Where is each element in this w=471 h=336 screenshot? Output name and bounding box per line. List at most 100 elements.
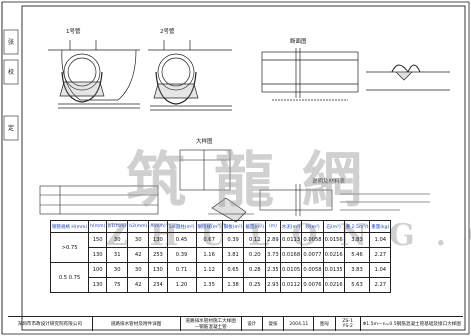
table-cell: 100 <box>88 262 108 278</box>
pipe2-section <box>148 40 232 111</box>
watermark-cn: 筑龍網 <box>126 146 390 216</box>
pipe2-label: 2号管 <box>160 29 175 35</box>
table-cell: 234 <box>148 277 168 293</box>
table-cell: 0.0216 <box>322 247 345 263</box>
pipe1-label: 1号管 <box>66 29 81 35</box>
table-cell: 0.0076 <box>301 277 324 293</box>
sheet-label: 图号 <box>314 317 336 331</box>
pipe1-section <box>48 40 140 109</box>
drawing-date: 2004.11 <box>284 317 315 331</box>
col-h2: h2(mm) <box>127 220 150 233</box>
table-cell: 0.0105 <box>279 262 303 278</box>
side-label-1: 张 <box>7 39 14 46</box>
table-cell: 1.04 <box>369 232 392 248</box>
drawing-title-cell: 道路排水管材施工大样图 —钢筋混凝土管 <box>181 317 242 331</box>
table-cell: 0.12 <box>243 232 267 248</box>
table-cell: 30 <box>127 232 150 248</box>
col-h: 钢管规格 H(mm) <box>49 220 90 233</box>
group-label: >0.75 <box>49 232 90 263</box>
table-cell: 2.27 <box>369 277 392 293</box>
table-cell: 0.0113 <box>279 232 303 248</box>
table-cell: 0.0112 <box>279 277 303 293</box>
note-lines <box>340 193 430 211</box>
col-plate: 钢板(m²) <box>221 220 245 233</box>
table-cell: 3.73 <box>265 247 281 263</box>
table-cell: 130 <box>148 262 168 278</box>
designer-label: 设计 <box>242 317 263 331</box>
hatch-detail <box>208 197 254 223</box>
table-cell: 2.27 <box>369 247 392 263</box>
project-name: 道路排水管材及附件详图 <box>93 317 181 331</box>
table-cell: 0.0168 <box>279 247 303 263</box>
col-cement: 水泥(m³) <box>279 220 303 233</box>
table-cell: 31 <box>106 247 129 263</box>
col-stone: 石(m³) <box>322 220 345 233</box>
table-cell: 0.65 <box>221 262 245 278</box>
table-cell: 0.0058 <box>301 232 324 248</box>
table-cell: 0.67 <box>195 232 223 248</box>
group-label: 0.5 0.75 <box>49 262 90 293</box>
table-cell: 2.89 <box>265 232 281 248</box>
table-cell: 0.39 <box>166 247 197 263</box>
table-cell: 2.93 <box>265 277 281 293</box>
table-cell: 3.81 <box>221 247 245 263</box>
plan-view <box>39 185 159 215</box>
side-label-2: 校 <box>7 69 14 76</box>
section-label: 断面图 <box>290 39 307 45</box>
right-plan <box>259 184 333 216</box>
col-area: 截面(m²) <box>243 220 267 233</box>
table-cell: 0.28 <box>243 262 267 278</box>
col-strand: 钢绞线(m²) <box>195 220 223 233</box>
col-weight-ratio: 重 2.5m³/t <box>343 220 371 233</box>
detail-label: 大样图 <box>196 139 213 145</box>
table-cell: 253 <box>148 247 168 263</box>
table-cell: 1.38 <box>221 277 245 293</box>
note-label: 说明及材料表 <box>312 179 346 185</box>
col-quarter: 1/4圆柱(m²) <box>166 220 197 233</box>
sheet-no: ZS-1 <box>342 319 354 324</box>
table-cell: 0.25 <box>243 277 267 293</box>
drawing-title: 道路排水管材施工大样图 <box>185 319 236 324</box>
table-cell: 75 <box>106 277 129 293</box>
table-cell: 1.04 <box>369 262 392 278</box>
table-cell: 130 <box>88 277 108 293</box>
table-cell: 1.35 <box>195 277 223 293</box>
table-cell: 0.20 <box>243 247 267 263</box>
sheet-number-cell: ZS-1 YS-2 <box>336 317 361 331</box>
table-cell: 30 <box>106 232 129 248</box>
table-cell: 2.35 <box>265 262 281 278</box>
table-cell: 42 <box>127 277 150 293</box>
table-cell: 130 <box>148 232 168 248</box>
sheet-sub: YS-2 <box>342 324 353 329</box>
table-cell: 30 <box>127 262 150 278</box>
col-h1: h1(mm) <box>106 220 129 233</box>
table-cell: 1.20 <box>166 277 197 293</box>
title-block: 深圳市市政设计研究院有限公司 道路排水管材及附件详图 道路排水管材施工大样图 —… <box>8 316 463 331</box>
drawing-title-sub: —钢筋混凝土管 <box>194 325 227 330</box>
col-sand: 砂(m³) <box>301 220 324 233</box>
col-a: A(mm) <box>148 220 168 233</box>
table-cell: 0.71 <box>166 262 197 278</box>
detail-center <box>179 149 231 191</box>
table-cell: 0.0216 <box>322 277 345 293</box>
table-cell: 1.12 <box>195 262 223 278</box>
table-cell: 0.0077 <box>301 247 324 263</box>
company-name: 深圳市市政设计研究院有限公司 <box>8 317 93 331</box>
col-h0: h(mm) <box>88 220 108 233</box>
table-cell: 5.46 <box>343 247 371 263</box>
table-cell: 0.0058 <box>301 262 324 278</box>
table-cell: 0.39 <box>221 232 245 248</box>
table-cell: 3.83 <box>343 232 371 248</box>
table-cell: 130 <box>88 247 108 263</box>
longitudinal-view <box>261 48 359 101</box>
joint-detail <box>366 64 450 91</box>
spec-table: 钢管规格 H(mm) h(mm) h1(mm) h2(mm) A(mm) 1/4… <box>49 220 392 293</box>
table-cell: 5.63 <box>343 277 371 293</box>
table-cell: 0.45 <box>166 232 197 248</box>
